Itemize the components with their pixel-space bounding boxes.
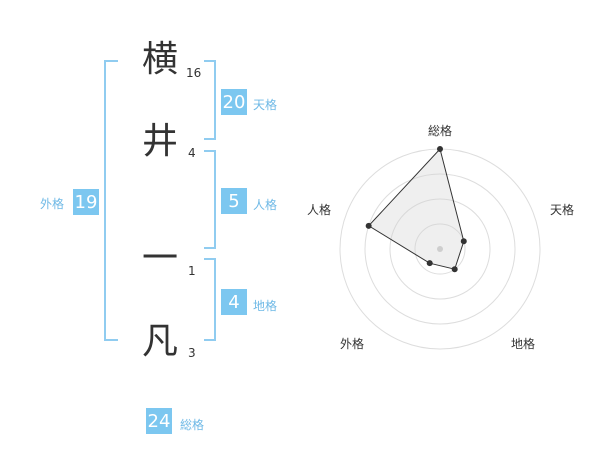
jinkaku-label: 人格 (253, 198, 278, 212)
radar-axis-label-tenkaku: 天格 (550, 203, 575, 217)
gaikaku-label: 外格 (40, 197, 65, 211)
radar-series-polygon (367, 147, 465, 270)
soukaku-label: 総格 (180, 418, 205, 432)
radar-axis-label-jinkaku: 人格 (307, 203, 332, 217)
tenkaku-bracket (204, 60, 216, 140)
chikaku-label: 地格 (253, 299, 278, 313)
stroke-count-2: 4 (188, 146, 196, 160)
soukaku-value-badge: 24 (146, 408, 172, 434)
radar-point-4 (365, 222, 372, 229)
radar-point-2 (451, 266, 458, 273)
gaikaku-bracket (104, 60, 118, 341)
chikaku-value-badge: 4 (221, 289, 247, 315)
jinkaku-value-badge: 5 (221, 188, 247, 214)
stroke-count-4: 3 (188, 346, 196, 360)
radar-center-dot (437, 246, 443, 252)
radar-point-3 (426, 260, 433, 267)
name-char-4: 凡 (141, 321, 178, 362)
stroke-count-3: 1 (188, 264, 196, 278)
radar-axis-label-soukaku: 総格 (428, 124, 453, 138)
stroke-count-1: 16 (186, 66, 202, 80)
radar-grid-ring (414, 223, 466, 275)
chikaku-bracket (204, 258, 216, 341)
name-char-3: 一 (141, 238, 178, 279)
radar-axis-label-chikaku: 地格 (511, 337, 536, 351)
tenkaku-label: 天格 (253, 98, 278, 112)
name-char-1: 横 (141, 39, 178, 80)
radar-grid-ring (389, 198, 491, 300)
radar-point-1 (460, 238, 467, 245)
tenkaku-value-badge: 20 (221, 89, 247, 115)
jinkaku-bracket (204, 150, 216, 249)
gaikaku-value-badge: 19 (73, 189, 99, 215)
radar-axis-label-gaikaku: 外格 (340, 337, 365, 351)
name-char-2: 井 (141, 121, 178, 162)
radar-point-0 (437, 146, 443, 152)
radar-grid-ring (364, 173, 516, 325)
